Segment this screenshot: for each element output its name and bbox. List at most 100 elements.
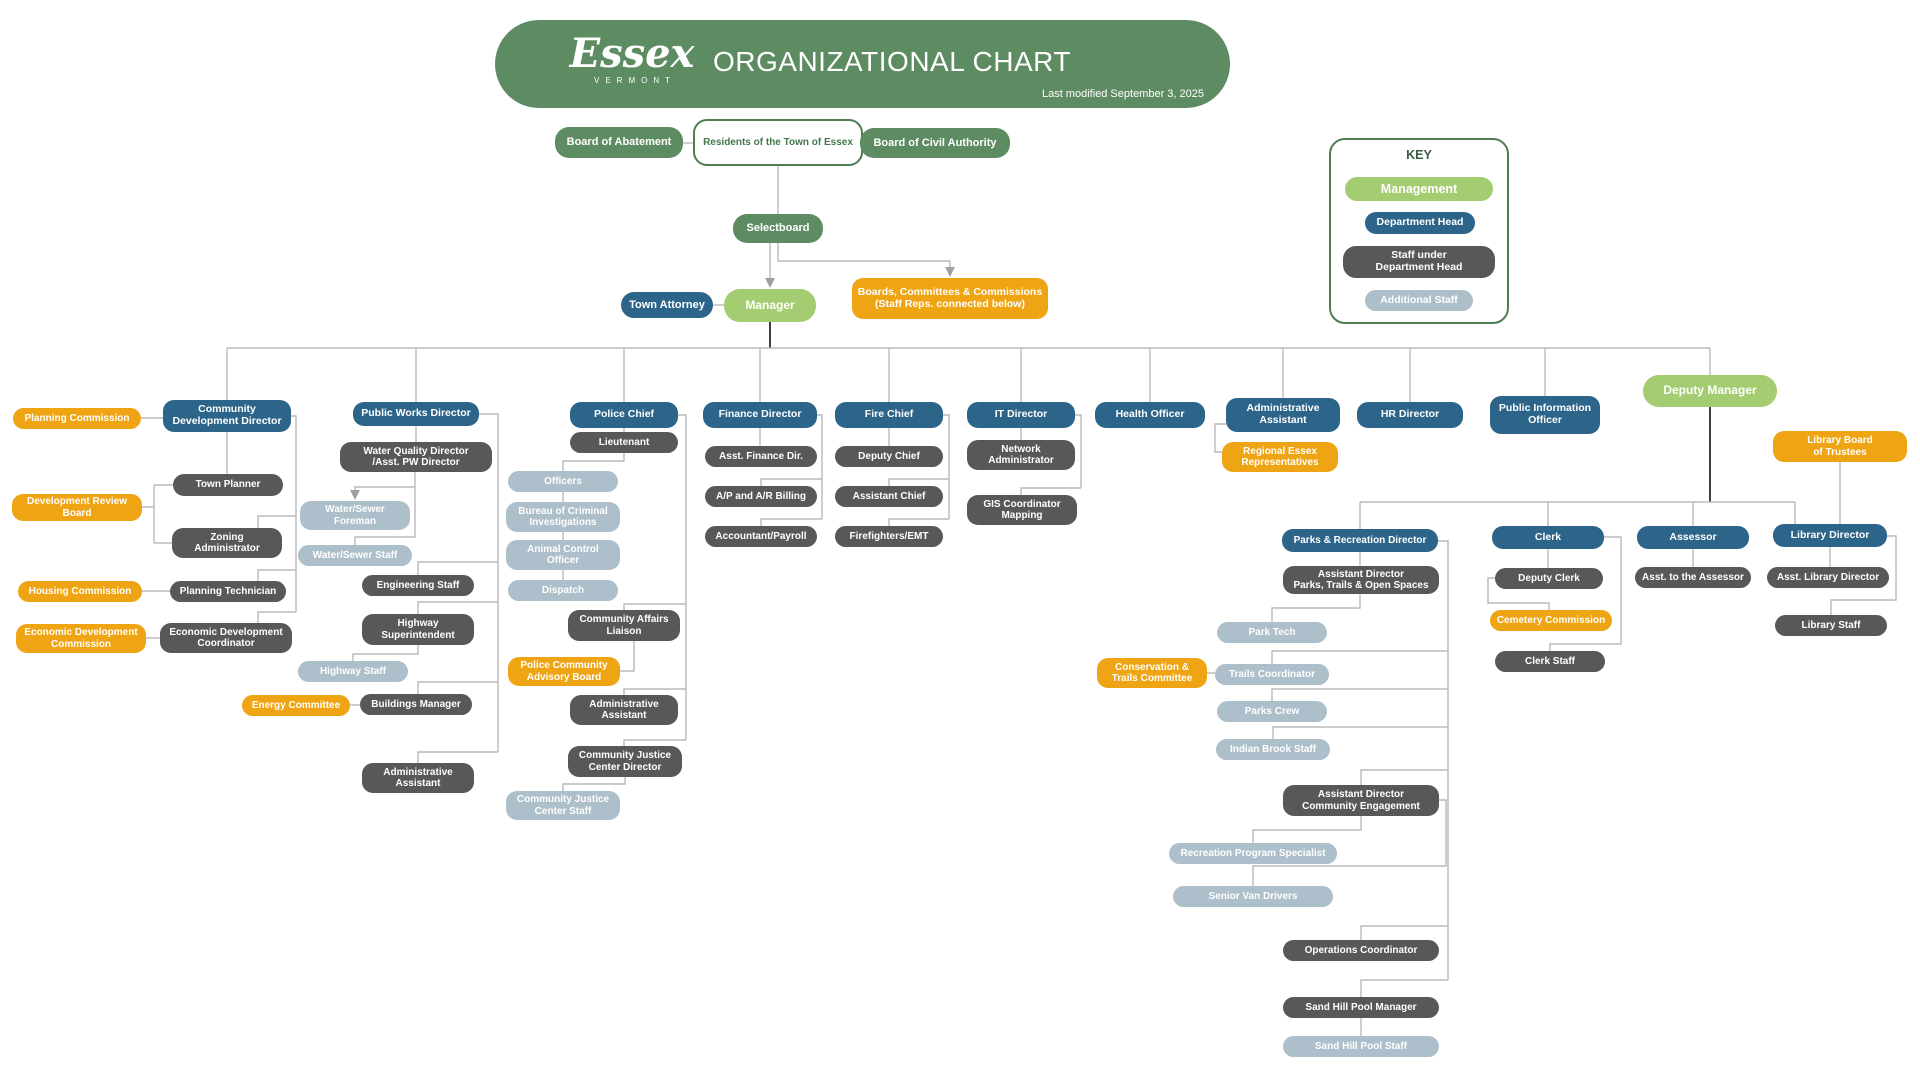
node-sand-hill-pool-staff: Sand Hill Pool Staff (1283, 1036, 1439, 1057)
node-finance-director: Finance Director (703, 402, 817, 428)
node-library-director: Library Director (1773, 524, 1887, 547)
node-public-works-director: Public Works Director (353, 402, 479, 426)
connector (562, 453, 625, 471)
node-cemetery-commission: Cemetery Commission (1490, 610, 1612, 631)
connector (1252, 816, 1362, 843)
connector (1271, 650, 1448, 664)
page-title: ORGANIZATIONAL CHART (713, 46, 1071, 77)
key-staff-under-department-head-pill: Staff under Department Head (1343, 246, 1495, 278)
node-network-administrator: Network Administrator (967, 440, 1075, 470)
node-energy-committee: Energy Committee (242, 695, 350, 716)
connector (257, 569, 296, 581)
essex-logo-wordmark: Essex (569, 30, 695, 77)
connector (257, 611, 296, 624)
node-senior-van-drivers: Senior Van Drivers (1173, 886, 1333, 907)
node-residents: Residents of the Town of Essex (693, 119, 863, 166)
connector (1360, 925, 1448, 940)
node-accountant-payroll: Accountant/Payroll (705, 526, 817, 547)
node-library-board-of-trustees: Library Board of Trustees (1773, 431, 1907, 462)
connector (1214, 423, 1226, 453)
node-highway-superintendent: Highway Superintendent (362, 614, 474, 645)
node-asst-director-community-engagement: Assistant Director Community Engagement (1283, 785, 1439, 816)
node-library-staff: Library Staff (1775, 615, 1887, 636)
connector (888, 518, 949, 526)
node-indian-brook-staff: Indian Brook Staff (1216, 739, 1330, 760)
connector (1360, 979, 1448, 997)
node-operations-coordinator: Operations Coordinator (1283, 940, 1439, 961)
connector (1549, 536, 1622, 651)
node-selectboard: Selectboard (733, 214, 823, 243)
connector (417, 561, 498, 575)
node-regional-essex-representatives: Regional Essex Representatives (1222, 442, 1338, 472)
connector (562, 777, 626, 791)
key-legend-title: KEY (1406, 148, 1432, 162)
connector (417, 681, 498, 694)
connector (479, 413, 499, 752)
node-highway-staff: Highway Staff (298, 661, 408, 682)
node-community-justice-center-staff: Community Justice Center Staff (506, 791, 620, 820)
header-banner: Essex VERMONT ORGANIZATIONAL CHART Last … (495, 20, 1230, 108)
node-engineering-staff: Engineering Staff (362, 575, 474, 596)
node-asst-director-parks-trails: Assistant Director Parks, Trails & Open … (1283, 566, 1439, 594)
key-additional-staff-pill: Additional Staff (1365, 290, 1473, 311)
node-board-of-abatement: Board of Abatement (555, 127, 683, 158)
connector (1020, 487, 1081, 495)
node-firefighters-emt: Firefighters/EMT (835, 526, 943, 547)
node-parks-recreation-director: Parks & Recreation Director (1282, 529, 1438, 552)
node-deputy-clerk: Deputy Clerk (1495, 568, 1603, 589)
node-assistant-chief: Assistant Chief (835, 486, 943, 507)
node-health-officer: Health Officer (1095, 402, 1205, 428)
node-planning-technician: Planning Technician (170, 581, 286, 602)
connector (1271, 594, 1361, 622)
node-animal-control-officer: Animal Control Officer (506, 540, 620, 570)
connector (257, 515, 296, 528)
connector (354, 487, 416, 545)
node-buildings-manager: Buildings Manager (360, 694, 472, 715)
connector (623, 739, 686, 746)
node-ap-ar-billing: A/P and A/R Billing (705, 486, 817, 507)
node-board-of-civil-authority: Board of Civil Authority (860, 128, 1010, 158)
node-park-tech: Park Tech (1217, 622, 1327, 643)
node-asst-to-the-assessor: Asst. to the Assessor (1635, 567, 1751, 588)
connector (678, 414, 687, 740)
node-community-affairs-liaison: Community Affairs Liaison (568, 610, 680, 641)
node-economic-development-commission: Economic Development Commission (16, 624, 146, 653)
key-legend: KEY Management Department Head Staff und… (1329, 138, 1509, 324)
connector (1487, 577, 1550, 610)
node-assessor: Assessor (1637, 526, 1749, 549)
node-sand-hill-pool-manager: Sand Hill Pool Manager (1283, 997, 1439, 1018)
node-deputy-chief: Deputy Chief (835, 446, 943, 467)
node-town-planner: Town Planner (173, 474, 283, 496)
node-pw-administrative-assistant: Administrative Assistant (362, 763, 474, 793)
connector (417, 751, 498, 763)
connector (817, 414, 823, 519)
connector (352, 645, 419, 661)
connector (350, 472, 416, 500)
connector (623, 688, 686, 695)
node-clerk: Clerk (1492, 526, 1604, 549)
connector (1272, 726, 1448, 739)
key-department-head-pill: Department Head (1365, 212, 1475, 234)
connector (760, 478, 822, 486)
connector (760, 518, 822, 526)
node-conservation-trails-committee: Conservation & Trails Committee (1097, 658, 1207, 688)
connector (1360, 769, 1448, 785)
node-recreation-program-specialist: Recreation Program Specialist (1169, 843, 1337, 864)
node-clerk-staff: Clerk Staff (1495, 651, 1605, 672)
node-administrative-assistant: Administrative Assistant (1226, 398, 1340, 432)
node-deputy-manager: Deputy Manager (1643, 375, 1777, 407)
node-fire-chief: Fire Chief (835, 402, 943, 428)
node-community-justice-center-director: Community Justice Center Director (568, 746, 682, 777)
connector (1438, 540, 1449, 980)
node-development-review-board: Development Review Board (12, 494, 142, 521)
node-gis-coordinator-mapping: GIS Coordinator Mapping (967, 495, 1077, 525)
connector (1252, 799, 1447, 886)
node-bureau-of-criminal-investigations: Bureau of Criminal Investigations (506, 502, 620, 532)
node-hr-director: HR Director (1357, 402, 1463, 428)
node-boards-committees-commissions: Boards, Committees & Commissions (Staff … (852, 278, 1048, 319)
node-water-sewer-foreman: Water/Sewer Foreman (300, 501, 410, 530)
node-water-sewer-staff: Water/Sewer Staff (298, 545, 412, 566)
connector (777, 243, 955, 277)
